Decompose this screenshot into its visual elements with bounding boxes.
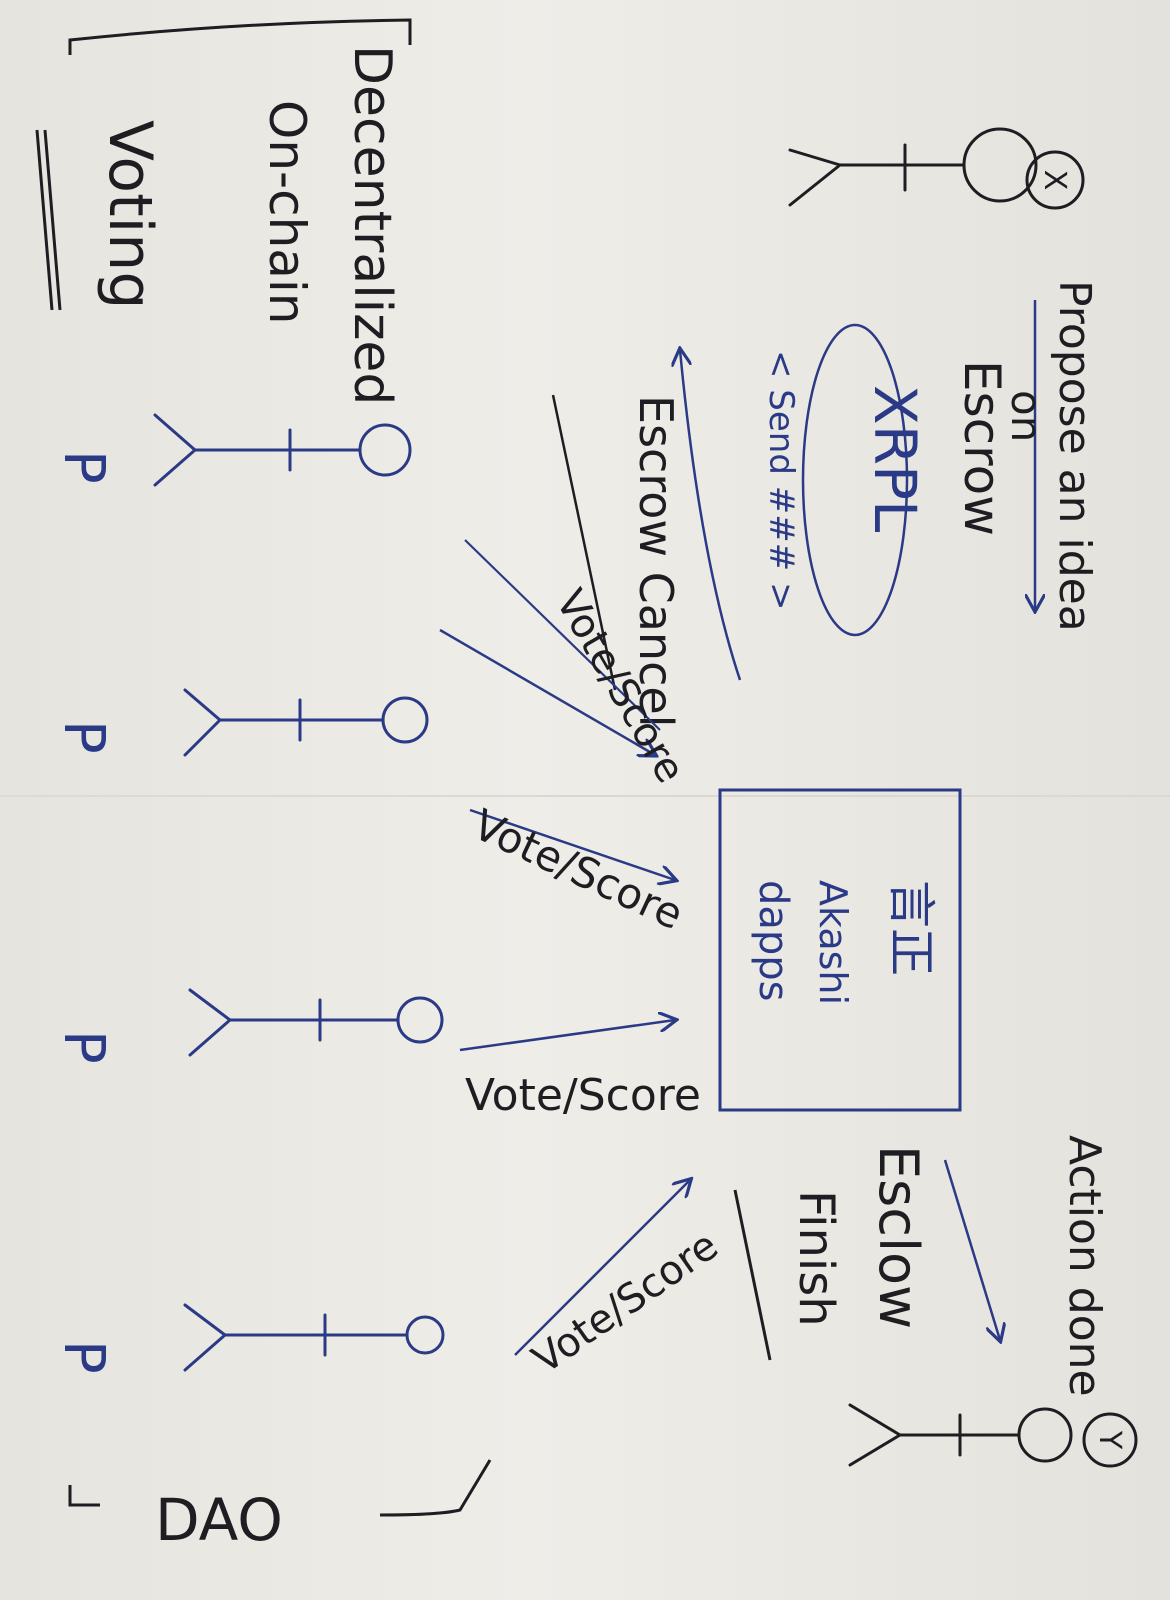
xrpl-label: XRPL xyxy=(861,385,929,532)
action-done-arrow xyxy=(943,1159,1000,1340)
proposer-figure xyxy=(788,127,1085,210)
vote-arrow-4 xyxy=(514,1180,690,1356)
escrow-cancel-arrow xyxy=(680,350,742,681)
decentralized-label: Decentralized xyxy=(342,45,402,405)
esclow-label: Esclow xyxy=(867,1145,930,1329)
box-akashi-label: Akashi xyxy=(811,880,855,1005)
participant-label-2: P xyxy=(51,720,116,754)
checker-mark-circle xyxy=(1082,1412,1138,1468)
voter-figure-3 xyxy=(188,988,444,1057)
escrow-cancel-underline xyxy=(551,394,617,691)
voting-bracket xyxy=(68,18,412,55)
proposer-mark-label: X xyxy=(1037,170,1072,191)
voter-figure-2 xyxy=(183,688,429,757)
escrow-top-label: Escrow xyxy=(953,360,1011,536)
box-dapps-label: dapps xyxy=(750,880,796,1002)
voting-underline-1 xyxy=(43,129,62,311)
box-kanji-label: 言正 xyxy=(883,880,939,976)
akashi-dapps-box xyxy=(718,788,962,1112)
propose-idea-label: Propose an idea xyxy=(1049,280,1100,632)
dao-bracket xyxy=(68,1485,100,1507)
finish-label: Finish xyxy=(788,1190,844,1327)
vote-arrow-2 xyxy=(469,808,675,880)
vote-arrow-1 xyxy=(439,628,655,755)
on-label: on xyxy=(1002,390,1051,442)
checker-mark-label: Y xyxy=(1092,1430,1127,1450)
proposer-head xyxy=(962,127,1038,203)
checker-head xyxy=(1017,1407,1073,1463)
vote-score-label-2: Vote/Score xyxy=(466,800,691,940)
vote-arrow-3 xyxy=(459,1020,675,1052)
vote-score-label-4: Vote/Score xyxy=(524,1222,726,1383)
participant-label-1: P xyxy=(51,450,116,484)
participant-label-4: P xyxy=(51,1340,116,1374)
voter-figure-4 xyxy=(183,1303,445,1372)
voting-underline-2 xyxy=(35,129,54,311)
checker-figure xyxy=(848,1403,1138,1468)
proposer-mark-circle xyxy=(1025,150,1085,210)
dao-label: DAO xyxy=(155,1486,283,1554)
voting-label: Voting xyxy=(95,120,165,309)
send-label: < Send ### > xyxy=(761,350,801,611)
participant-label-3: P xyxy=(51,1030,116,1064)
on-chain-label: On-chain xyxy=(258,100,316,325)
escrow-cancel-label: Escrow Cancel xyxy=(629,395,683,727)
action-done-label: Action done xyxy=(1059,1135,1110,1397)
finish-underline xyxy=(733,1189,772,1361)
vote-arrow-1b xyxy=(464,539,661,731)
xrpl-ellipse xyxy=(801,323,909,637)
dao-bracket-end xyxy=(379,1459,492,1517)
paper-fold-line xyxy=(0,795,1170,797)
vote-score-label-3: Vote/Score xyxy=(465,1070,701,1121)
voter-figure-1 xyxy=(153,413,412,487)
